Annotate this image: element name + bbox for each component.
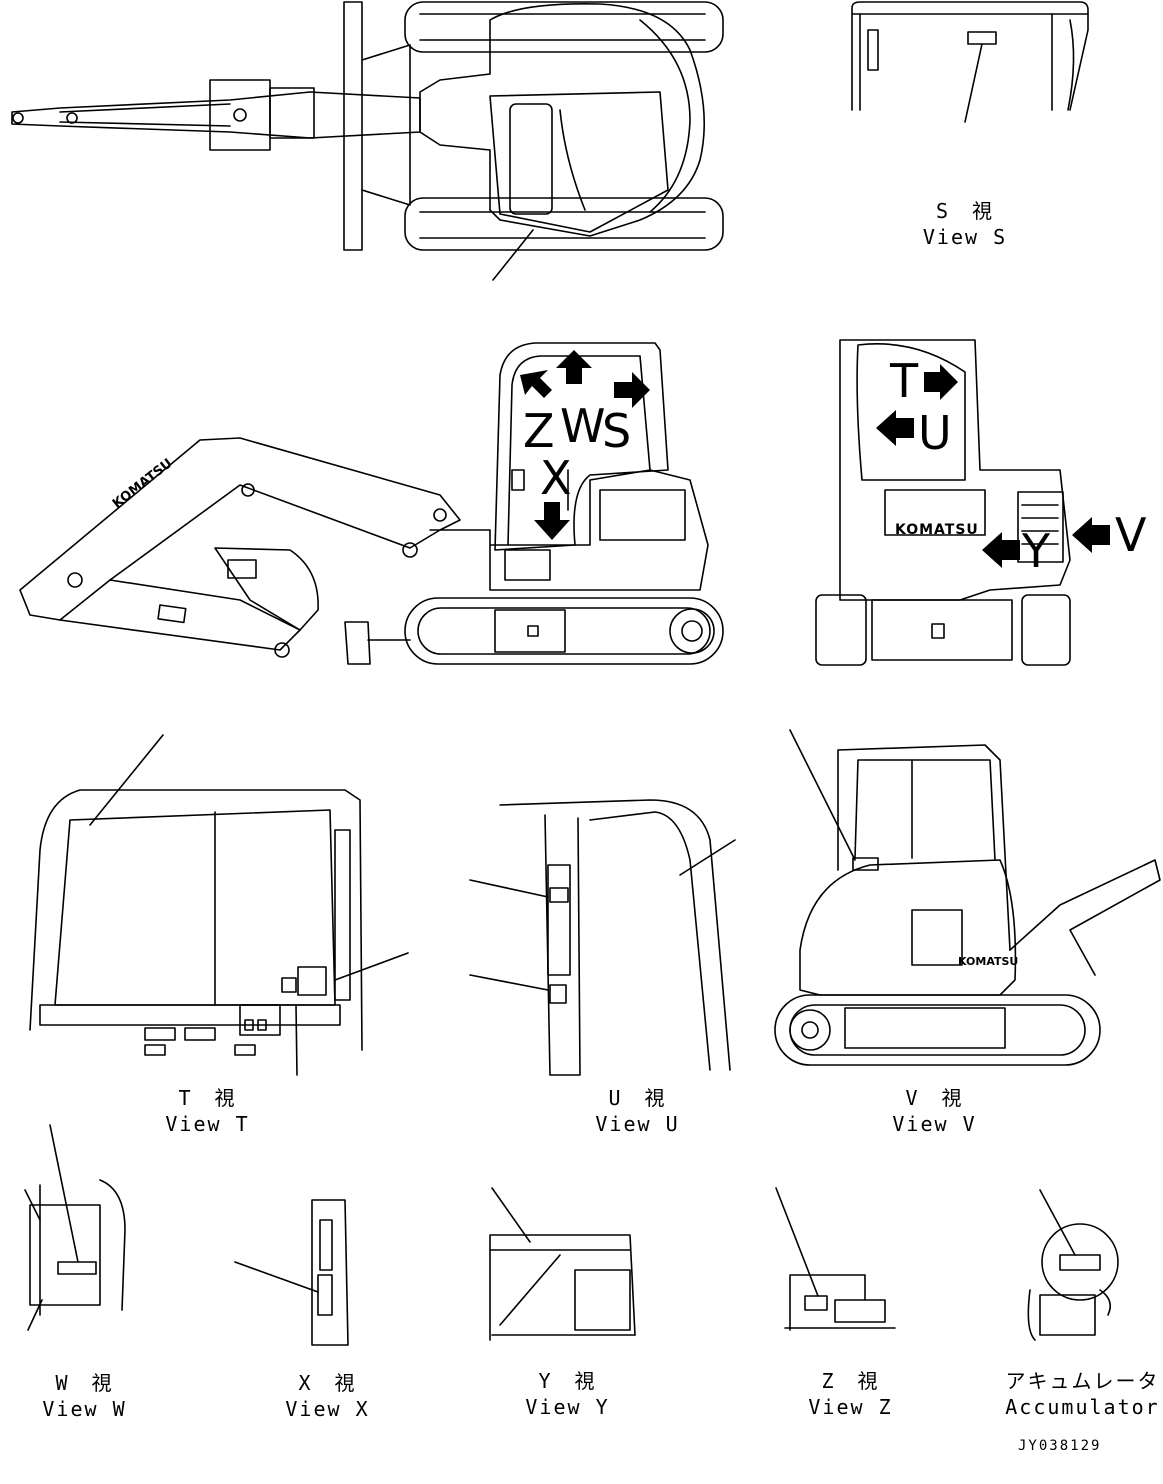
arrow-y-icon <box>982 532 1020 568</box>
view-v-brand-mark: KOMATSU <box>958 955 1019 968</box>
view-letter-v: V <box>1115 508 1147 562</box>
arrow-s-icon <box>614 372 650 408</box>
view-letter-t: T <box>890 354 919 408</box>
arrow-v-icon <box>1072 517 1110 553</box>
view-y-drawing <box>489 1187 636 1341</box>
view-letter-y: Y <box>1022 524 1051 578</box>
drawing-code: JY038129 <box>1018 1438 1102 1454</box>
view-letter-w: W <box>560 399 606 453</box>
view-letter-s: S <box>602 404 632 458</box>
accumulator-drawing <box>1027 1189 1119 1341</box>
view-z-drawing <box>775 1187 896 1331</box>
top-view-machine <box>11 1 724 281</box>
view-s-drawing <box>851 1 1089 123</box>
arrow-t-icon <box>924 364 958 400</box>
rear-brand-mark: KOMATSU <box>895 522 979 538</box>
arrow-w-icon <box>556 350 592 384</box>
view-u-drawing <box>469 799 736 1076</box>
view-letter-z: Z <box>523 404 555 458</box>
view-v-drawing <box>774 729 1161 1066</box>
arrow-x-icon <box>534 502 570 540</box>
view-t-drawing <box>29 734 409 1076</box>
side-view-machine <box>19 342 724 665</box>
arrow-u-icon <box>876 410 914 446</box>
view-letter-u: U <box>918 406 952 460</box>
view-x-drawing <box>234 1199 349 1346</box>
view-letter-x: X <box>540 451 572 505</box>
arrow-z-icon <box>520 370 552 398</box>
side-view-arrows <box>520 350 650 540</box>
rear-view-machine <box>815 339 1071 666</box>
view-w-drawing <box>24 1124 126 1331</box>
rear-view-arrows <box>876 364 1110 568</box>
